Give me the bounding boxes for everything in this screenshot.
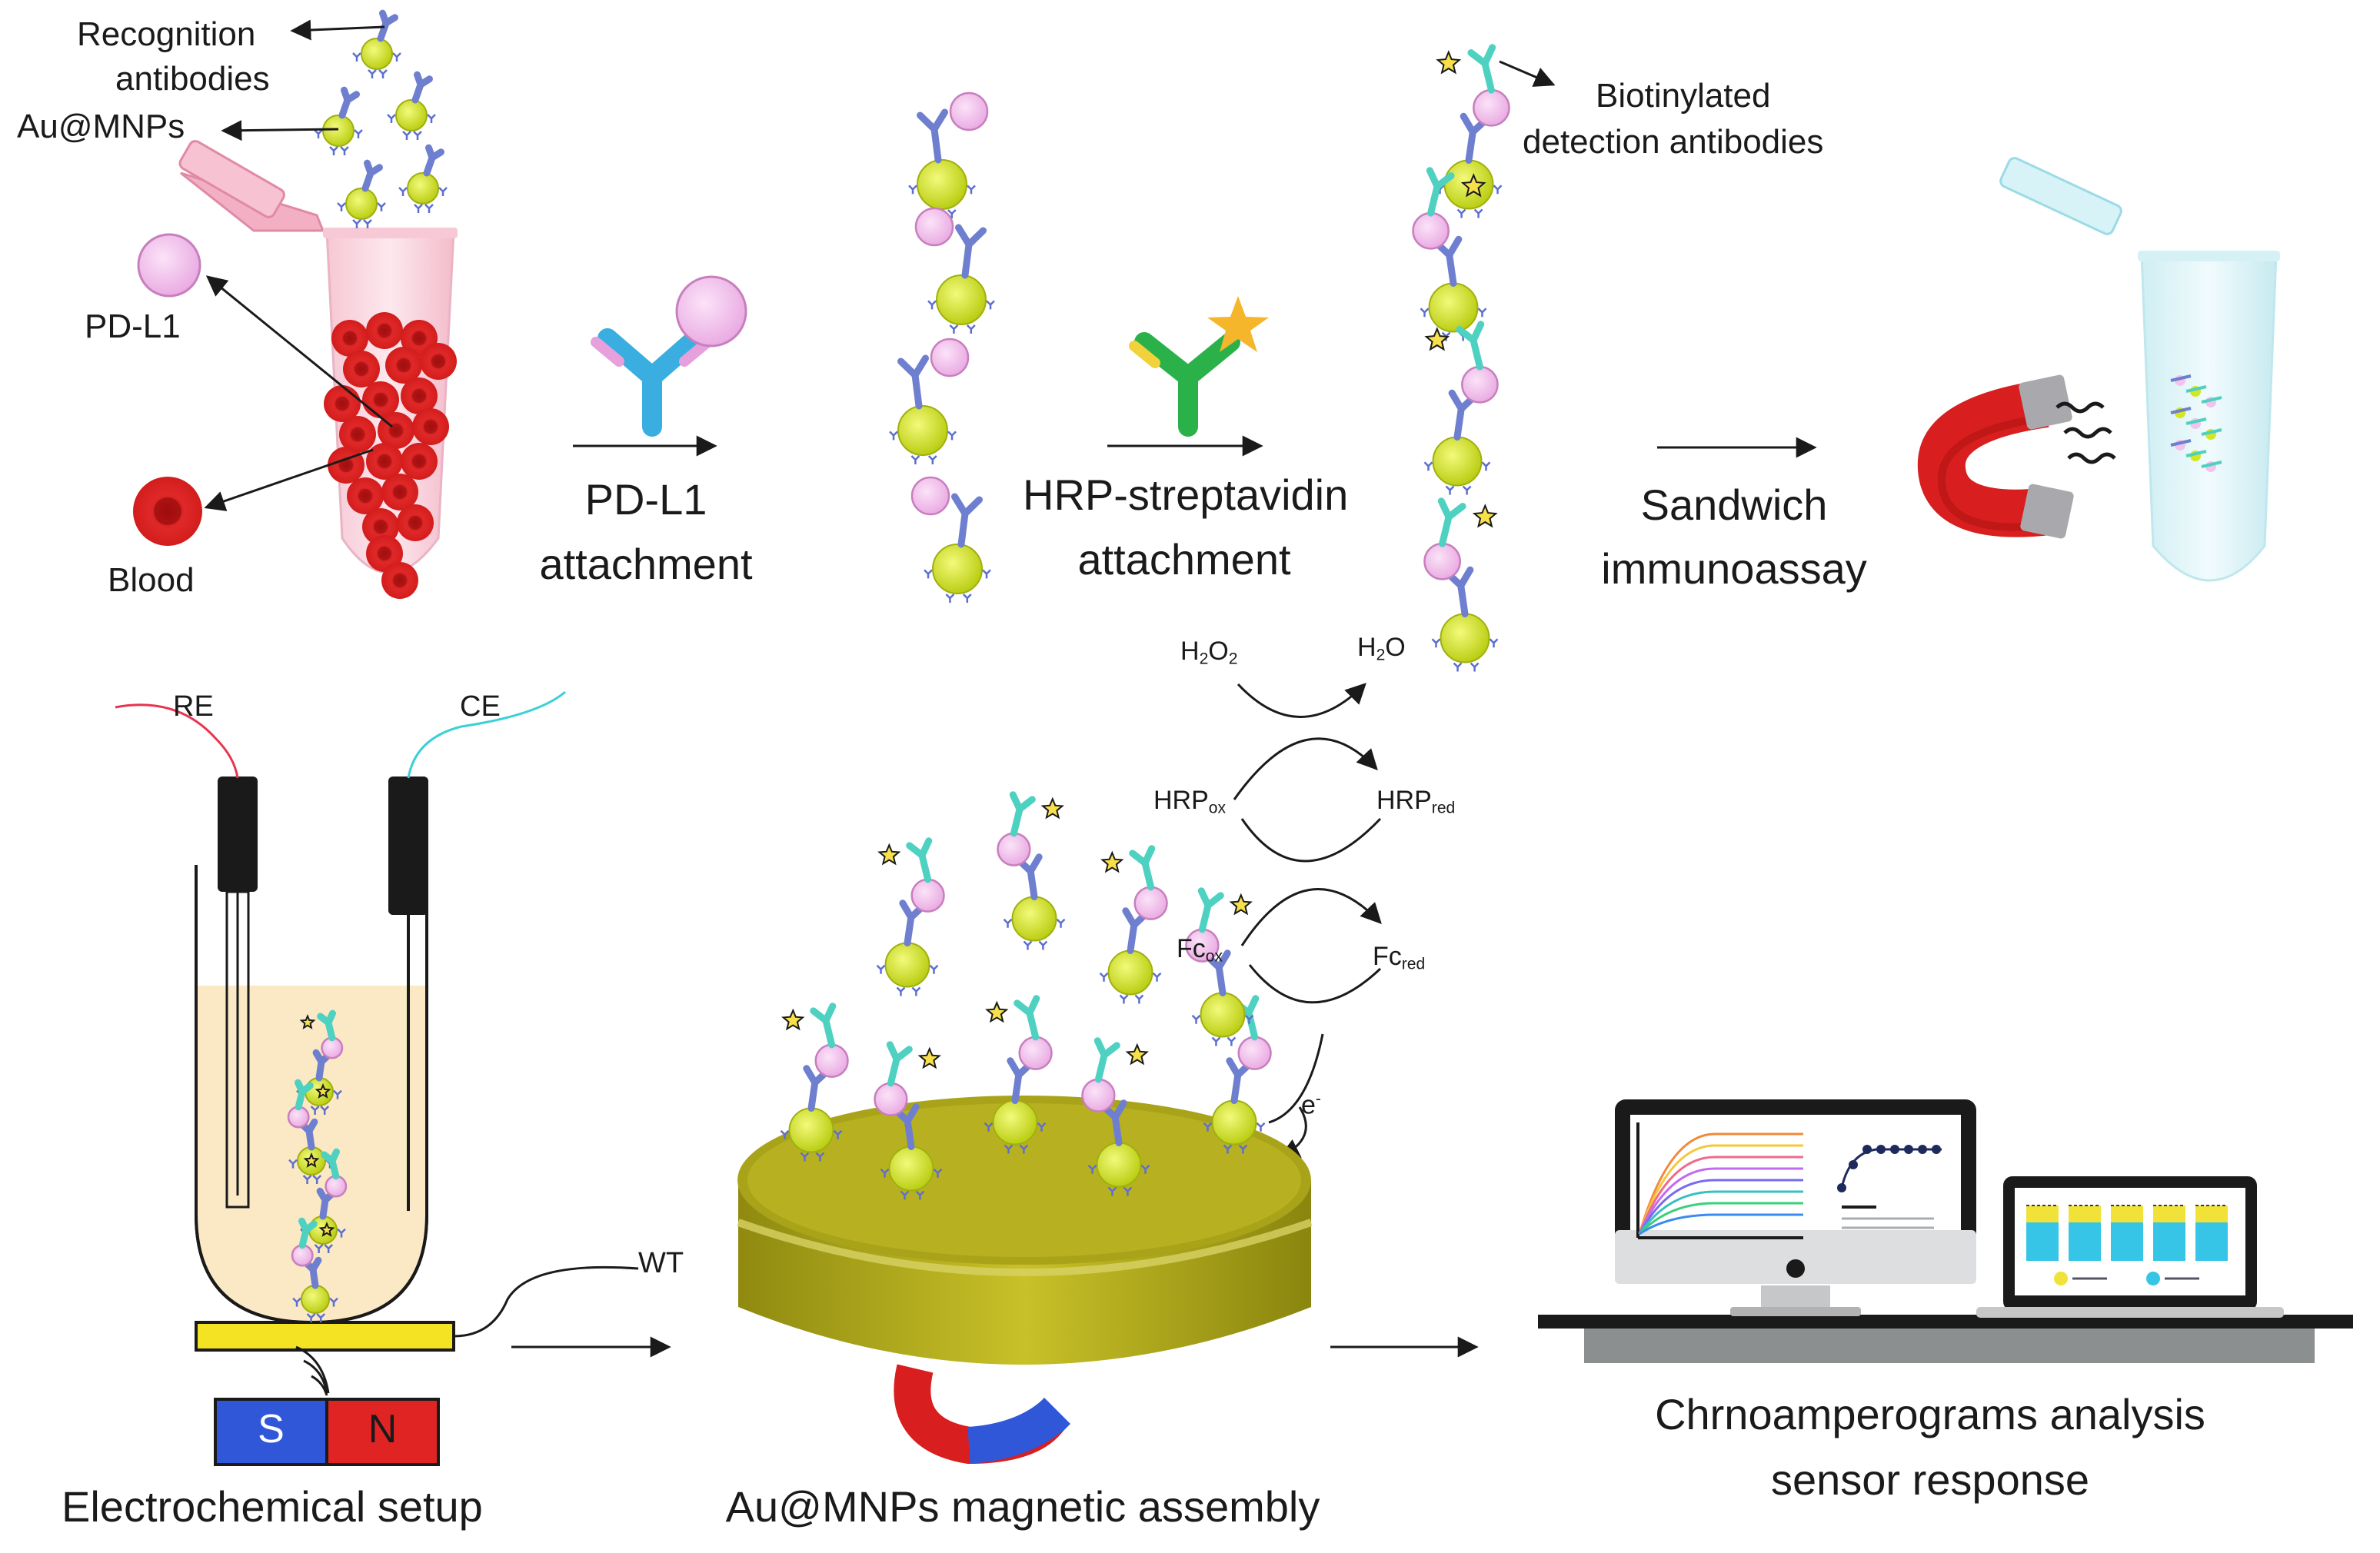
pdl1-antibody-icon [591, 275, 747, 437]
electrochemical-cell-icon [115, 690, 639, 1352]
pdl1-icon [137, 233, 201, 298]
wt-label: WT [638, 1247, 684, 1279]
assembly-caption: Au@MNPs magnetic assembly [725, 1482, 1320, 1531]
biotin-pointer-arrow [1499, 60, 1556, 87]
magnet-n-label: N [368, 1407, 398, 1452]
fc-ox-label: Fcox [1177, 934, 1223, 966]
red-blood-cells [324, 312, 457, 599]
step1-label-1: PD-L1 [584, 475, 707, 524]
blood-cell-icon [133, 477, 202, 546]
disc-magnet-icon [894, 1364, 1070, 1465]
re-label: RE [173, 690, 214, 723]
disc-complex-chains [780, 791, 1272, 1200]
step1-label-2: attachment [539, 540, 753, 588]
analysis-caption-2: sensor response [1770, 1455, 2089, 1504]
cell-complex-chain [287, 1009, 348, 1322]
step2-label-2: attachment [1077, 535, 1291, 584]
ce-label: CE [460, 690, 501, 723]
biotin-label-2: detection antibodies [1523, 123, 1824, 161]
step3-label-1: Sandwich [1640, 481, 1828, 529]
pdl1-label: PD-L1 [85, 308, 181, 345]
au-mnp-particles-top [314, 9, 448, 228]
hrp-ox-label: HRPox [1153, 786, 1227, 817]
fc-red-label: Fcred [1373, 942, 1426, 973]
aumnps-label: Au@MNPs [17, 108, 185, 145]
step2-label-1: HRP-streptavidin [1023, 471, 1349, 519]
step3-label-2: immunoassay [1601, 544, 1867, 593]
biotin-label-1: Biotinylated [1596, 77, 1771, 115]
label-pointer-arrows [204, 19, 393, 511]
chronoamperogram-chart [1636, 1122, 1942, 1239]
monitor-icon [1615, 1099, 1976, 1316]
hrp-streptavidin-antibody-icon [1129, 296, 1269, 437]
magnetic-disc-icon [737, 1096, 1313, 1465]
magnetic-field-waves [2055, 401, 2116, 464]
redox-cycle-arrows [1233, 683, 1382, 1159]
sandwich-complex-chain [1412, 44, 1510, 672]
electrochem-caption: Electrochemical setup [62, 1482, 483, 1531]
h2o2-label: H2O2 [1180, 637, 1238, 668]
sensor-response-chart [2026, 1205, 2228, 1285]
hrp-red-label: HRPred [1376, 786, 1456, 817]
blood-label: Blood [108, 561, 195, 599]
desk-icon [1538, 1315, 2353, 1363]
bar-magnet-icon [214, 1345, 440, 1466]
sample-tube-icon [1999, 157, 2280, 582]
analysis-caption-1: Chrnoamperograms analysis [1655, 1390, 2205, 1438]
magnet-s-label: S [258, 1407, 285, 1452]
recognition-label-1: Recognition [77, 15, 256, 53]
recognition-label-2: antibodies [115, 60, 270, 98]
h2o-label: H2O [1357, 633, 1406, 664]
horseshoe-magnet-icon [1917, 374, 2074, 539]
aumnp-pdl1-complexes [889, 91, 995, 603]
electron-label: e- [1301, 1090, 1321, 1120]
